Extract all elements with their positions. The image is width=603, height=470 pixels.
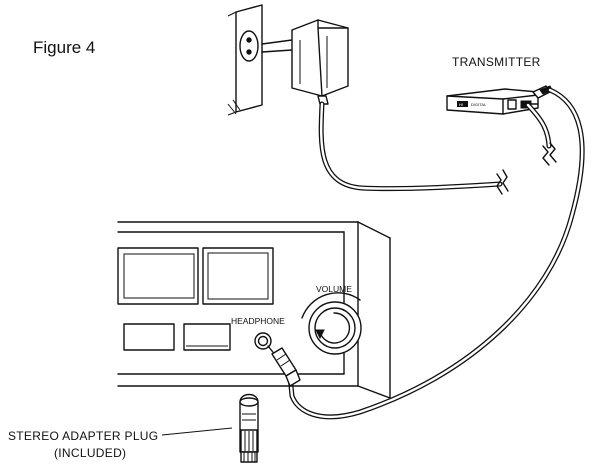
adapter-label-line2: (INCLUDED) <box>54 446 126 460</box>
adapter-leader-line <box>161 427 233 436</box>
volume-knob-icon <box>301 292 362 355</box>
power-cord <box>318 101 509 195</box>
transmitter-logo-text: HI <box>459 102 463 107</box>
wall-outlet-icon <box>227 4 263 116</box>
stereo-receiver-icon <box>117 221 391 399</box>
power-adapter-icon <box>261 19 349 105</box>
transmitter-power-lead <box>525 102 557 166</box>
audio-cable <box>287 87 585 420</box>
transmitter-badge-text: DIGITAL <box>471 102 487 107</box>
adapter-label-line1: STEREO ADAPTER PLUG <box>8 429 158 443</box>
transmitter-label: TRANSMITTER <box>452 55 541 69</box>
headphone-plug-icon <box>267 345 301 387</box>
figure-title: Figure 4 <box>33 38 95 57</box>
transmitter-icon: HI DIGITAL <box>446 85 553 115</box>
volume-label: VOLUME <box>316 284 352 294</box>
headphone-jack-icon <box>254 332 272 350</box>
stereo-adapter-plug-icon <box>239 393 259 463</box>
transmitter-logo <box>457 101 468 107</box>
headphone-label: HEADPHONE <box>231 316 285 326</box>
